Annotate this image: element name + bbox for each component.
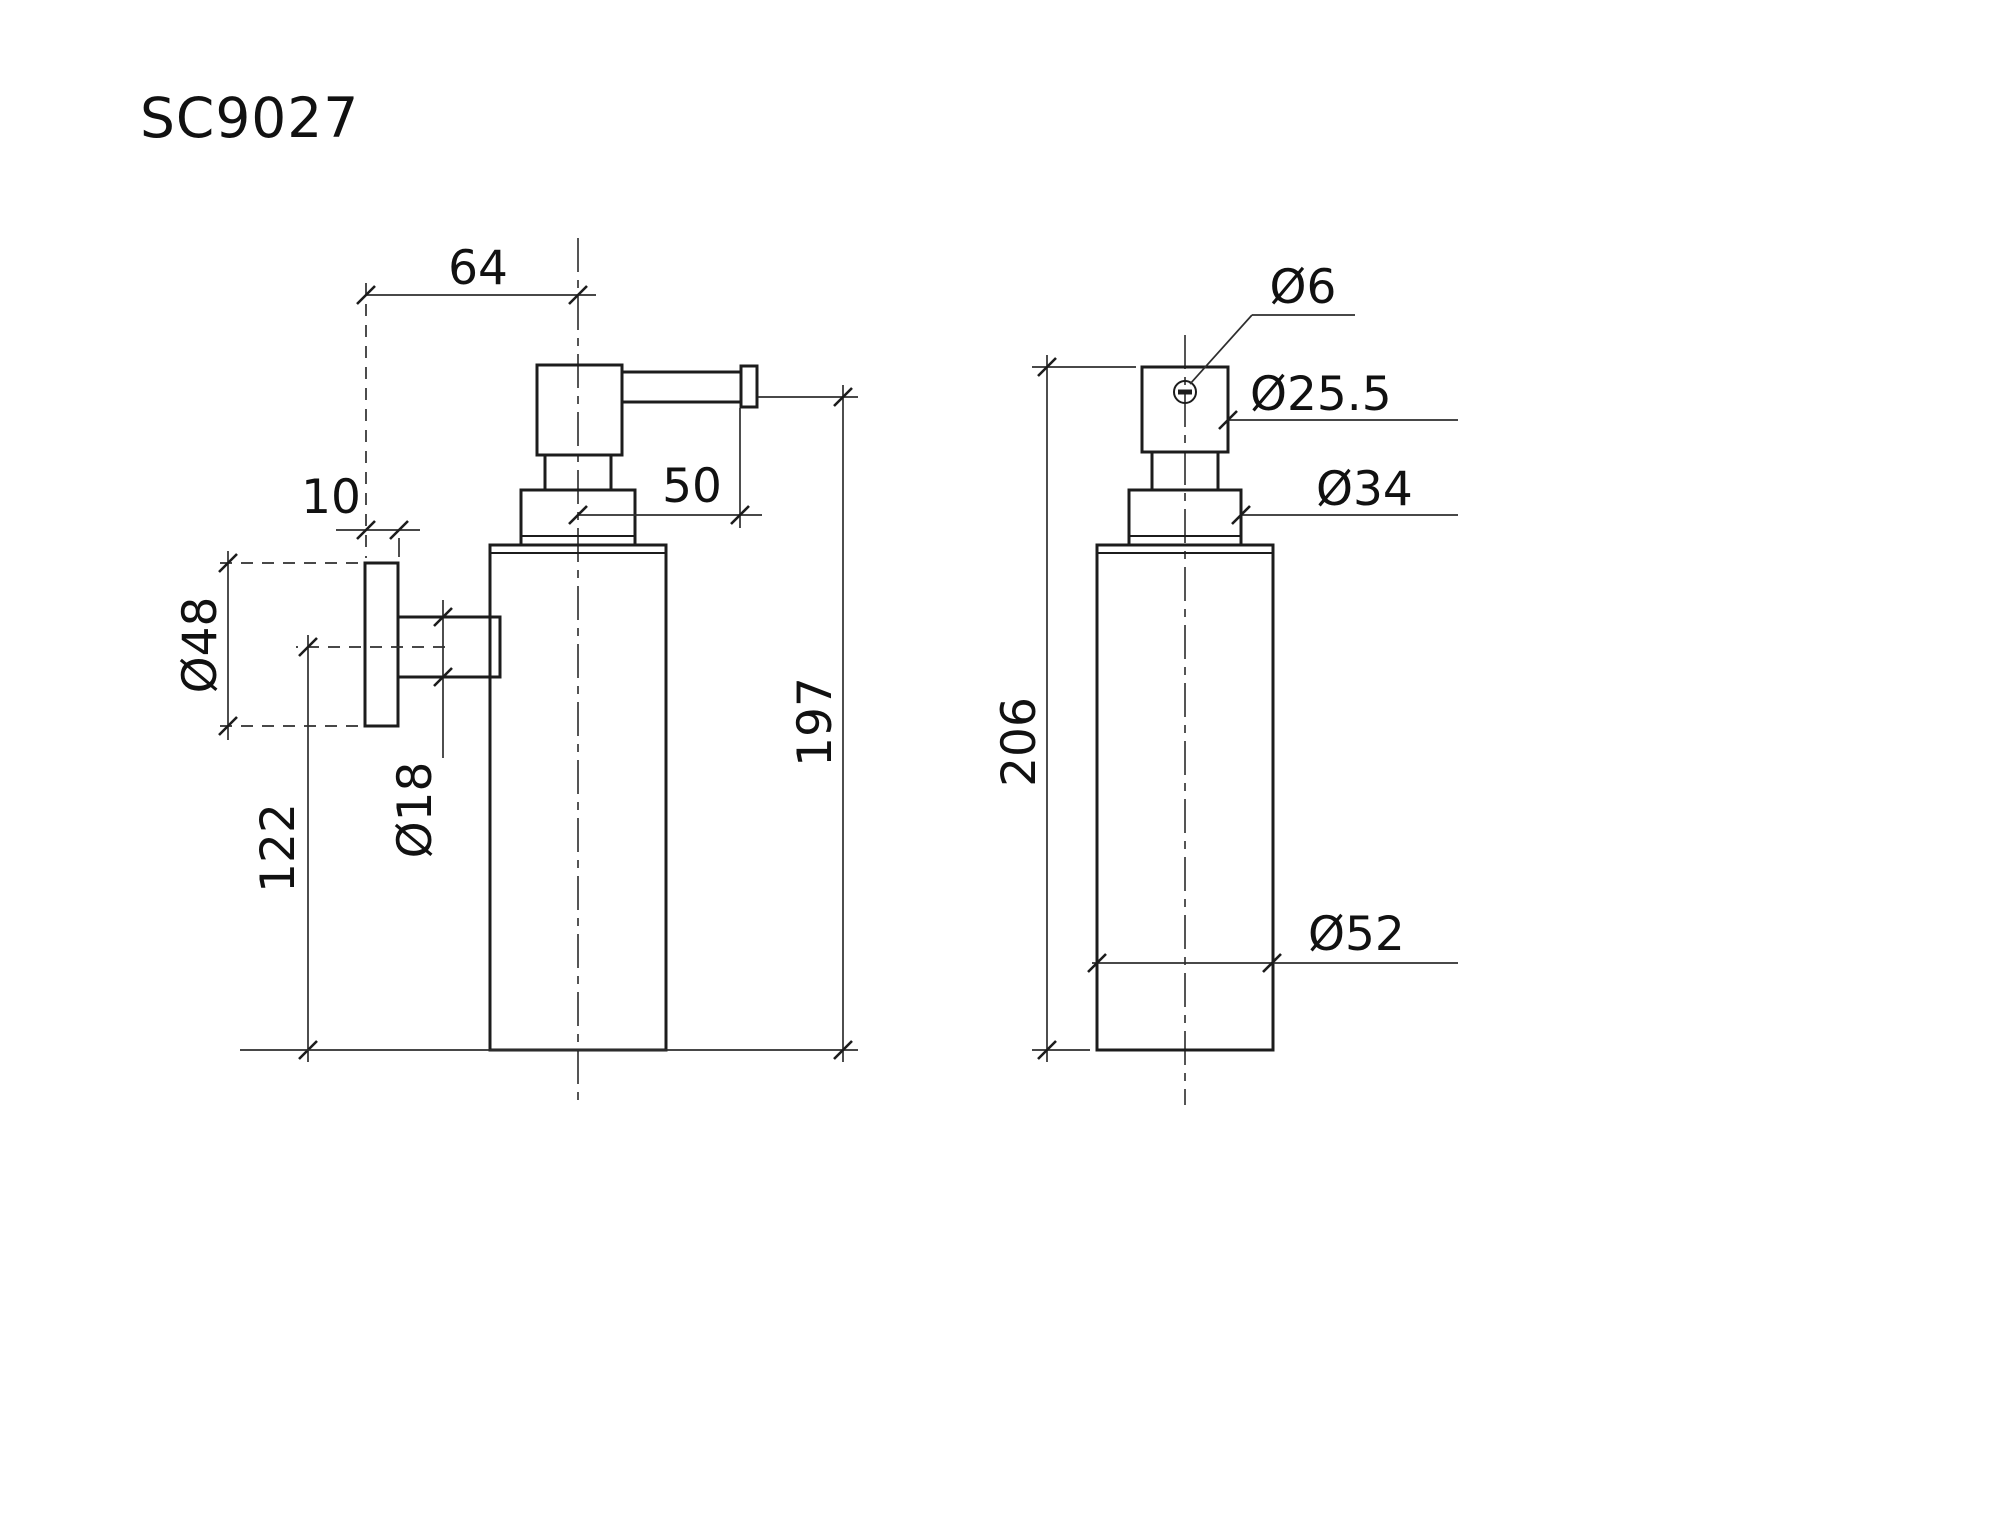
dim-52-label: Ø52 [1308, 907, 1405, 962]
tick [218, 553, 238, 573]
tick [833, 1040, 853, 1060]
tick [298, 637, 318, 657]
side-spout-tip [739, 364, 759, 409]
tick [568, 285, 588, 305]
dim-18-label: Ø18 [388, 762, 443, 859]
side-pump-head [535, 363, 624, 457]
dim-6-leader-line [1189, 314, 1253, 385]
tick [433, 667, 453, 687]
side-bottle-body [488, 543, 668, 1052]
dim-10-label: 10 [301, 470, 361, 525]
dim-206-label: 206 [992, 697, 1047, 787]
tick [730, 505, 750, 525]
tick [389, 520, 409, 540]
front-bottle-body [1095, 543, 1275, 1052]
tick [1037, 1040, 1057, 1060]
tick [1087, 953, 1107, 973]
dim-6-label: Ø6 [1270, 260, 1337, 315]
side-spout-tube [620, 370, 743, 404]
tick [356, 520, 376, 540]
side-view [363, 238, 759, 1105]
side-wall-plate [363, 561, 400, 728]
front-nozzle-hole-icon [1173, 380, 1197, 404]
tick [1037, 357, 1057, 377]
tick [1218, 410, 1238, 430]
tick [568, 505, 588, 525]
tick [1262, 953, 1282, 973]
tick [356, 285, 376, 305]
tick [833, 387, 853, 407]
dim-122-label: 122 [251, 803, 306, 893]
dim-25-label: Ø25.5 [1250, 367, 1392, 422]
tick [218, 716, 238, 736]
dim-34-label: Ø34 [1316, 462, 1413, 517]
drawing-title: SC9027 [140, 86, 359, 150]
front-view-dimensions: 206 Ø6 Ø25.5 Ø34 Ø52 [992, 260, 1458, 1062]
tick [1231, 505, 1251, 525]
dim-48-label: Ø48 [173, 597, 228, 694]
dim-50-label: 50 [662, 459, 722, 514]
front-view [1095, 335, 1275, 1105]
side-view-dimensions: 64 10 Ø48 122 Ø18 [173, 241, 858, 1062]
tick [433, 607, 453, 627]
dim-197-label: 197 [788, 677, 843, 767]
dim-64-label: 64 [448, 241, 508, 296]
